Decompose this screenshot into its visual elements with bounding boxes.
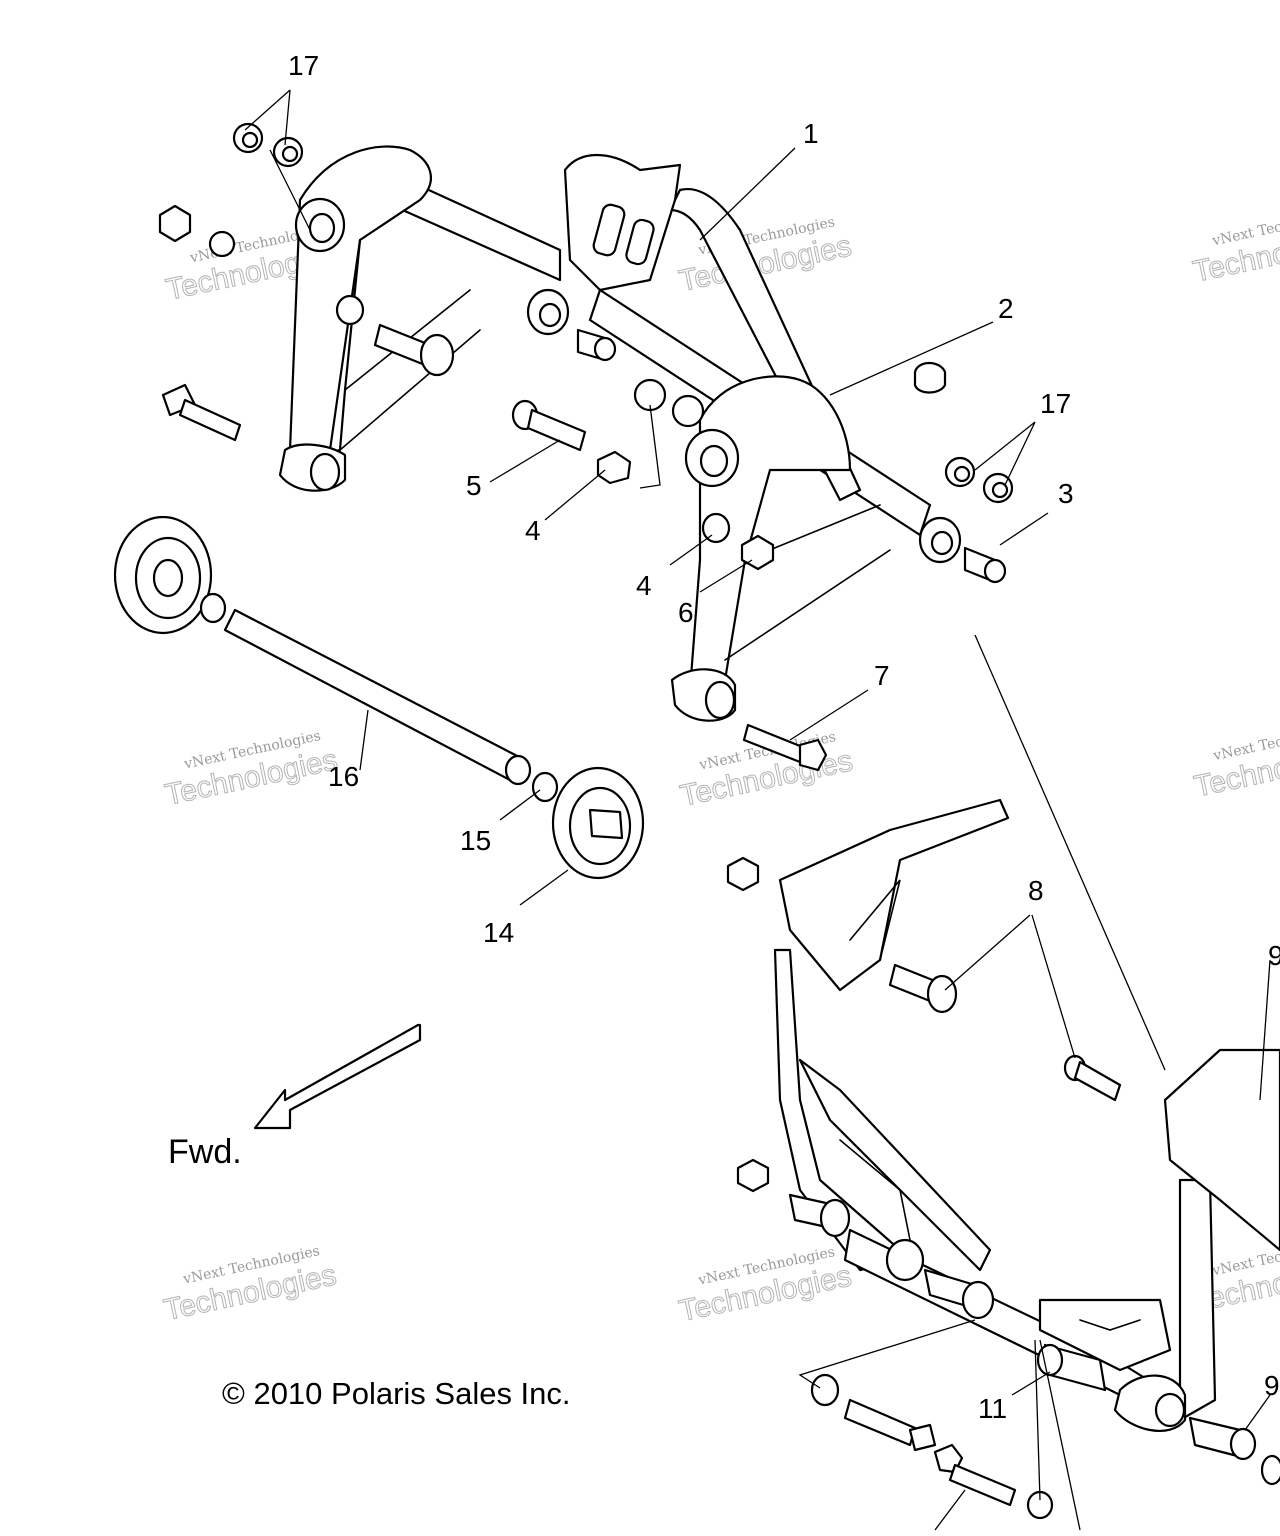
bushing-mid-left [335,294,365,326]
bushing-17-left-a [232,122,264,154]
washer-15-upper [199,592,227,624]
callout-3: 3 [1058,478,1074,509]
scissor-arm-assembly [278,145,962,722]
watermark-5: vNext Technologies Technologies [161,1243,340,1327]
bushing-4-upper-b [671,394,705,428]
callout-9: 9 [1268,940,1280,971]
callout-4: 4 [525,515,541,546]
spacer-3-upper [576,328,617,362]
leader-lines [244,89,1271,1531]
callout-4b: 4 [636,570,652,601]
callout-5: 5 [466,470,482,501]
washer-15 [531,771,559,803]
forward-label: Fwd. [168,1133,242,1171]
idler-wheel-lower [551,766,645,880]
bushing-4-right [701,512,731,544]
bushing-17-right-b [982,472,1014,504]
cap-2 [913,361,947,394]
watermark-6: vNext Technologies Technologies [676,1244,855,1328]
callout-14: 14 [483,917,514,948]
copyright-text: © 2010 Polaris Sales Inc. [222,1376,571,1411]
spacer-3 [963,546,1007,584]
watermark-8: vNext Technologies Technologies [1191,720,1280,804]
callout-2: 2 [998,293,1014,324]
bushing-17-left-b [272,136,304,168]
callout-16: 16 [328,761,359,792]
watermark-7: vNext Technologies Technologies [1190,205,1280,289]
callout-6: 6 [678,597,694,628]
callout-1: 1 [803,118,819,149]
forward-arrow-icon [253,1023,422,1130]
bushing-17-right-a [944,456,976,488]
callout-15: 15 [460,825,491,856]
idler-wheel-upper [113,515,213,635]
callout-17: 17 [288,50,319,81]
callout-11: 11 [978,1393,1007,1424]
rear-frame-assembly [726,798,1280,1520]
bushing-4-lower [596,450,632,485]
nut-left [158,204,192,243]
washer-left [208,230,236,258]
axle-16 [223,608,532,786]
callout-17b: 17 [1040,388,1071,419]
watermark-3: vNext Technologies Technologies [162,728,341,812]
pin-mid-left [373,323,455,377]
callout-8: 8 [1028,875,1044,906]
bolt-7 [742,723,828,772]
bolt-left [161,383,242,442]
callout-7: 7 [874,660,890,691]
bolt-5 [511,399,587,452]
callout-9b: 9 [1264,1370,1280,1401]
